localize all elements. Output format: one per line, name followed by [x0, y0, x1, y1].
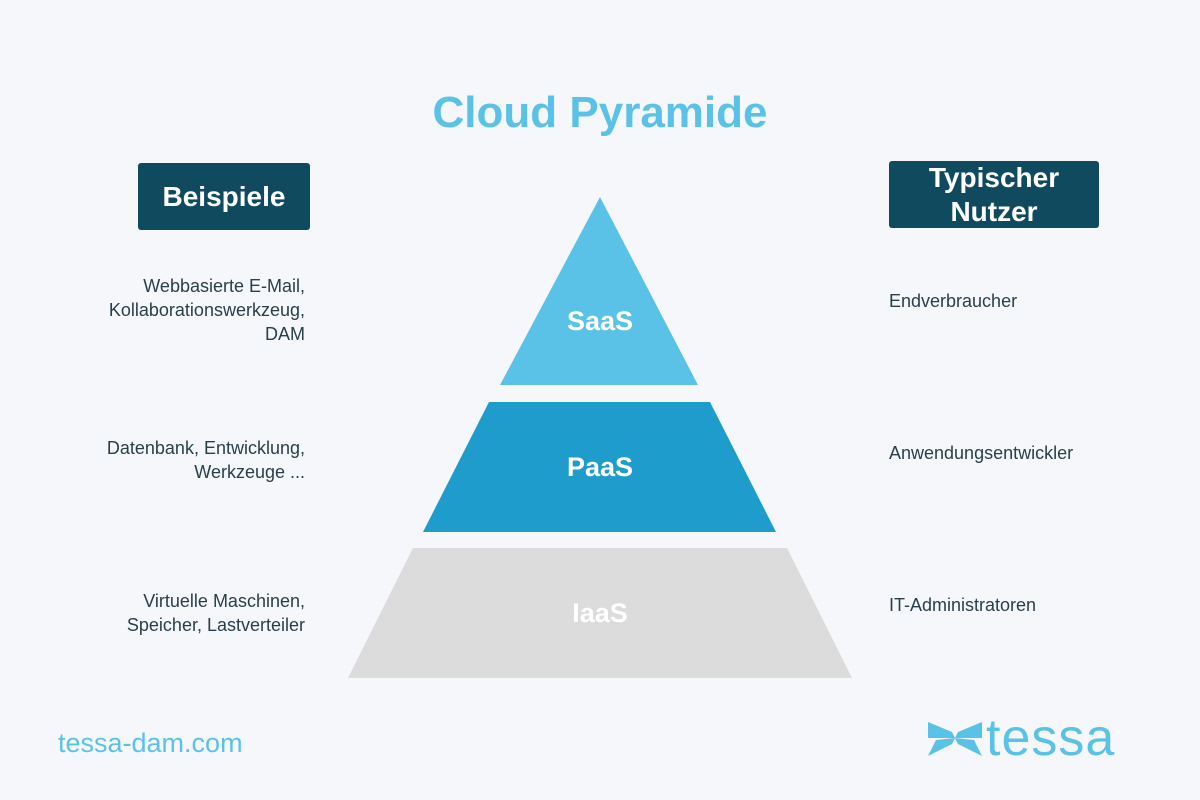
saas-examples: Webbasierte E-Mail, Kollaborationswerkze…: [108, 276, 305, 344]
paas-user: Anwendungsentwickler: [889, 443, 1074, 463]
footer-url[interactable]: tessa-dam.com: [58, 728, 243, 758]
iaas-user: IT-Administratoren: [889, 595, 1037, 615]
tessa-logo: tessa: [926, 712, 1115, 764]
saas-user: Endverbraucher: [889, 291, 1018, 311]
paas-tier: [423, 402, 776, 532]
paas-label: PaaS: [566, 452, 634, 482]
logo-text: tessa: [986, 709, 1116, 767]
paas-examples: Datenbank, Entwicklung, Werkzeuge ...: [106, 438, 305, 482]
butterfly-icon: [928, 722, 982, 756]
iaas-label: IaaS: [572, 598, 628, 628]
saas-label: SaaS: [566, 306, 634, 336]
examples-header: Beispiele: [138, 163, 310, 230]
iaas-tier: [348, 548, 852, 678]
iaas-examples: Virtuelle Maschinen, Speicher, Lastverte…: [126, 591, 305, 635]
page-title: Cloud Pyramide: [432, 88, 768, 137]
typical-user-header: Typischer Nutzer: [889, 161, 1099, 228]
saas-tier: [500, 197, 698, 385]
